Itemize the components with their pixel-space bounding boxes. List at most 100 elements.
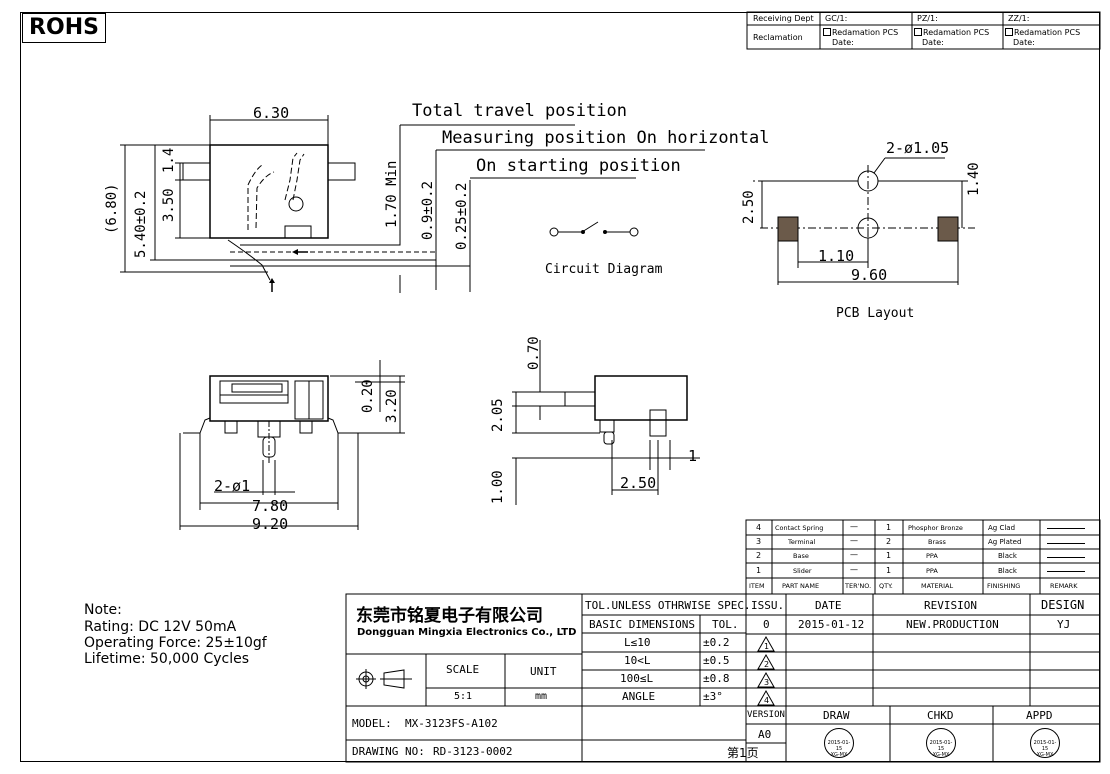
bom-ter: — [850, 522, 858, 531]
revision-triangle-2: 2 [764, 660, 770, 669]
chkd-stamp: 2015-01-15 XG-MX [926, 728, 956, 758]
checkbox-icon [914, 28, 922, 36]
company-name-cn: 东莞市铭夏电子有限公司 [356, 606, 543, 626]
appd-label: APPD [1026, 709, 1053, 722]
tol-val-1: ±0.2 [703, 636, 730, 649]
version-value: A0 [758, 728, 772, 741]
checkbox-icon [823, 28, 831, 36]
tol-val-2: ±0.5 [703, 654, 730, 667]
bom-finish: Ag Plated [988, 538, 1022, 546]
bom-qty: 1 [886, 523, 892, 532]
bom-item: 4 [756, 523, 762, 532]
dim-2-hole: 2-ø1.05 [886, 139, 950, 157]
bom-header-qty: QTY. [879, 582, 893, 590]
dim-6-30: 6.30 [253, 104, 290, 122]
date-label-1: Date: [832, 38, 854, 47]
remark-line [1047, 528, 1085, 529]
design-value: YJ [1057, 618, 1071, 631]
gc-label: GC/1: [825, 14, 848, 23]
dim-1-70-min: 1.70 Min [384, 160, 400, 228]
bom-item: 3 [756, 537, 762, 546]
bom-header-finish: FINISHING [987, 582, 1021, 590]
bom-ter: — [850, 565, 858, 574]
date-value: 2015-01-12 [798, 618, 865, 631]
tol-range-4: ANGLE [622, 690, 656, 703]
basic-dimensions: BASIC DIMENSIONS [589, 618, 695, 631]
bom-header-part: PART NAME [782, 582, 820, 590]
scale-label: SCALE [446, 663, 480, 676]
bom-ter: — [850, 550, 858, 559]
revision-triangle-1: 1 [764, 642, 770, 651]
checkbox-icon [1005, 28, 1013, 36]
issu-value: 0 [763, 618, 770, 631]
dim-0-20: 0.20 [360, 379, 376, 413]
reclamation-label: Reclamation [753, 33, 803, 42]
model-value: MX-3123FS-A102 [405, 717, 498, 730]
note-force: Operating Force: 25±10gf [84, 635, 267, 651]
date-label-3: Date: [1013, 38, 1035, 47]
chkd-label: CHKD [927, 709, 954, 722]
dim-1: 1 [688, 447, 698, 465]
issu-header: ISSU. [751, 599, 785, 612]
bom-finish: Black [998, 567, 1017, 575]
bom-item: 2 [756, 551, 762, 560]
dim-0-25: 0.25±0.2 [454, 182, 470, 250]
rohs-badge: ROHS [22, 13, 106, 43]
scale-value: 5:1 [454, 691, 473, 702]
bom-header-material: MATERIAL [921, 582, 954, 590]
tol-range-2: 10<L [624, 654, 651, 667]
redamation-pcs-3: Redamation PCS [1005, 28, 1080, 37]
unit-label: UNIT [530, 665, 557, 678]
dim-7-80: 7.80 [252, 497, 289, 515]
label-starting-position: On starting position [476, 156, 681, 176]
bom-header-remark: REMARK [1050, 582, 1078, 590]
dim-0-70: 0.70 [526, 336, 542, 370]
tol-range-3: 100≤L [620, 672, 654, 685]
tol-val-3: ±0.8 [703, 672, 730, 685]
dim-6-80: (6.80) [104, 183, 120, 234]
bom-qty: 2 [886, 537, 892, 546]
dim-1-4: 1.4 [161, 147, 177, 173]
revision-triangle-4: 4 [764, 696, 770, 705]
bom-material: PPA [926, 552, 938, 560]
drawing-no-value: RD-3123-0002 [433, 745, 513, 758]
bom-material: Phosphor Bronze [908, 524, 963, 532]
revision-value: NEW.PRODUCTION [906, 618, 999, 631]
stamp-date: 2015-01-15 [929, 740, 953, 752]
bom-qty: 1 [886, 566, 892, 575]
bom-finish: Ag Clad [988, 524, 1016, 532]
revision-triangle-3: 3 [764, 678, 770, 687]
note-lifetime: Lifetime: 50,000 Cycles [84, 651, 250, 667]
dim-2-50-pcb: 2.50 [741, 190, 757, 224]
date-header: DATE [815, 599, 842, 612]
remark-line [1047, 571, 1085, 572]
tol-val-4: ±3° [703, 690, 723, 703]
tol-label: TOL. [712, 618, 739, 631]
stamp-code: XG-MX [1036, 752, 1054, 758]
revision-header: REVISION [924, 599, 977, 612]
note-rating: Rating: DC 12V 50mA [84, 619, 237, 635]
redamation-pcs-2: Redamation PCS [914, 28, 989, 37]
dim-9-20: 9.20 [252, 515, 289, 533]
bom-part: Terminal [788, 538, 816, 546]
dim-2-05: 2.05 [490, 398, 506, 432]
note-title: Note: [84, 602, 122, 618]
dim-3-20: 3.20 [384, 389, 400, 423]
label-measuring-position: Measuring position On horizontal [442, 128, 770, 148]
dim-2-50-end: 2.50 [620, 474, 657, 492]
dim-3-50: 3.50 [161, 188, 177, 222]
dim-2-phi-1: 2-ø1 [214, 477, 251, 495]
appd-stamp: 2015-01-15 XG-MX [1030, 728, 1060, 758]
bom-material: PPA [926, 567, 938, 575]
stamp-date: 2015-01-15 [827, 740, 851, 752]
zz-label: ZZ/1: [1008, 14, 1030, 23]
dim-5-40: 5.40±0.2 [133, 190, 149, 258]
pcb-layout-label: PCB Layout [836, 306, 915, 321]
design-header: DESIGN [1041, 598, 1085, 612]
version-label: VERSION [747, 710, 785, 720]
bom-qty: 1 [886, 551, 892, 560]
redamation-pcs-1: Redamation PCS [823, 28, 898, 37]
dim-1-40: 1.40 [966, 162, 982, 196]
dim-1-00: 1.00 [490, 470, 506, 504]
